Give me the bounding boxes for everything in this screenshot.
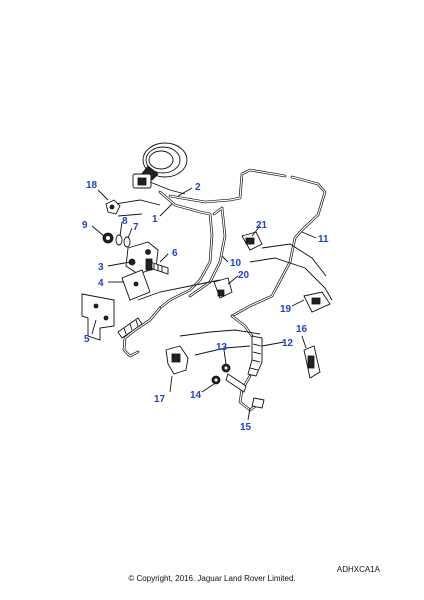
copyright-notice: © Copyright, 2016. Jaguar Land Rover Lim… [128,574,296,583]
part-18-clip [105,199,121,215]
callout-10: 10 [230,258,242,269]
part-9-nut [102,232,114,244]
part-4-bracket [121,269,151,301]
callout-19: 19 [280,304,292,315]
callout-7: 7 [133,222,139,233]
callout-2: 2 [195,182,201,193]
drawing-code: ADHXCA1A [336,565,380,574]
part-20-switch [213,277,233,299]
part-5-plate [81,293,115,341]
callout-1: 1 [152,214,158,225]
part-19-clip [303,291,331,313]
callout-8: 8 [122,216,128,227]
part-21-connector [241,231,263,251]
part-13-nut [221,363,231,373]
callout-9: 9 [82,220,88,231]
part-6-bolt [145,258,169,275]
callout-18: 18 [86,180,98,191]
brake-servo [132,142,188,195]
callout-13: 13 [216,342,228,353]
callout-3: 3 [98,262,104,273]
brake-pipe-network [122,168,327,358]
callout-16: 16 [296,324,308,335]
part-12-flexible-hose [247,335,263,377]
routing-lines [114,199,333,356]
callout-5: 5 [84,334,90,345]
part-7-washer [123,236,131,248]
flexible-hose-left [117,317,143,339]
part-17-hose-end [165,345,189,375]
callout-14: 14 [190,390,202,401]
callout-6: 6 [172,248,178,259]
part-15-pipe-end [251,397,265,409]
part-16-hose-end [303,345,321,379]
leader-lines [91,187,317,421]
callout-21: 21 [256,220,268,231]
callout-12: 12 [282,338,294,349]
callout-15: 15 [240,422,252,433]
callout-20: 20 [238,270,250,281]
part-8-washer [115,234,123,246]
callout-11: 11 [318,234,329,245]
part-14-clip [211,373,247,393]
callouts: 1 2 3 4 5 6 7 8 9 10 11 12 13 14 15 16 1… [82,180,329,433]
callout-17: 17 [154,394,166,405]
callout-4: 4 [98,278,104,289]
